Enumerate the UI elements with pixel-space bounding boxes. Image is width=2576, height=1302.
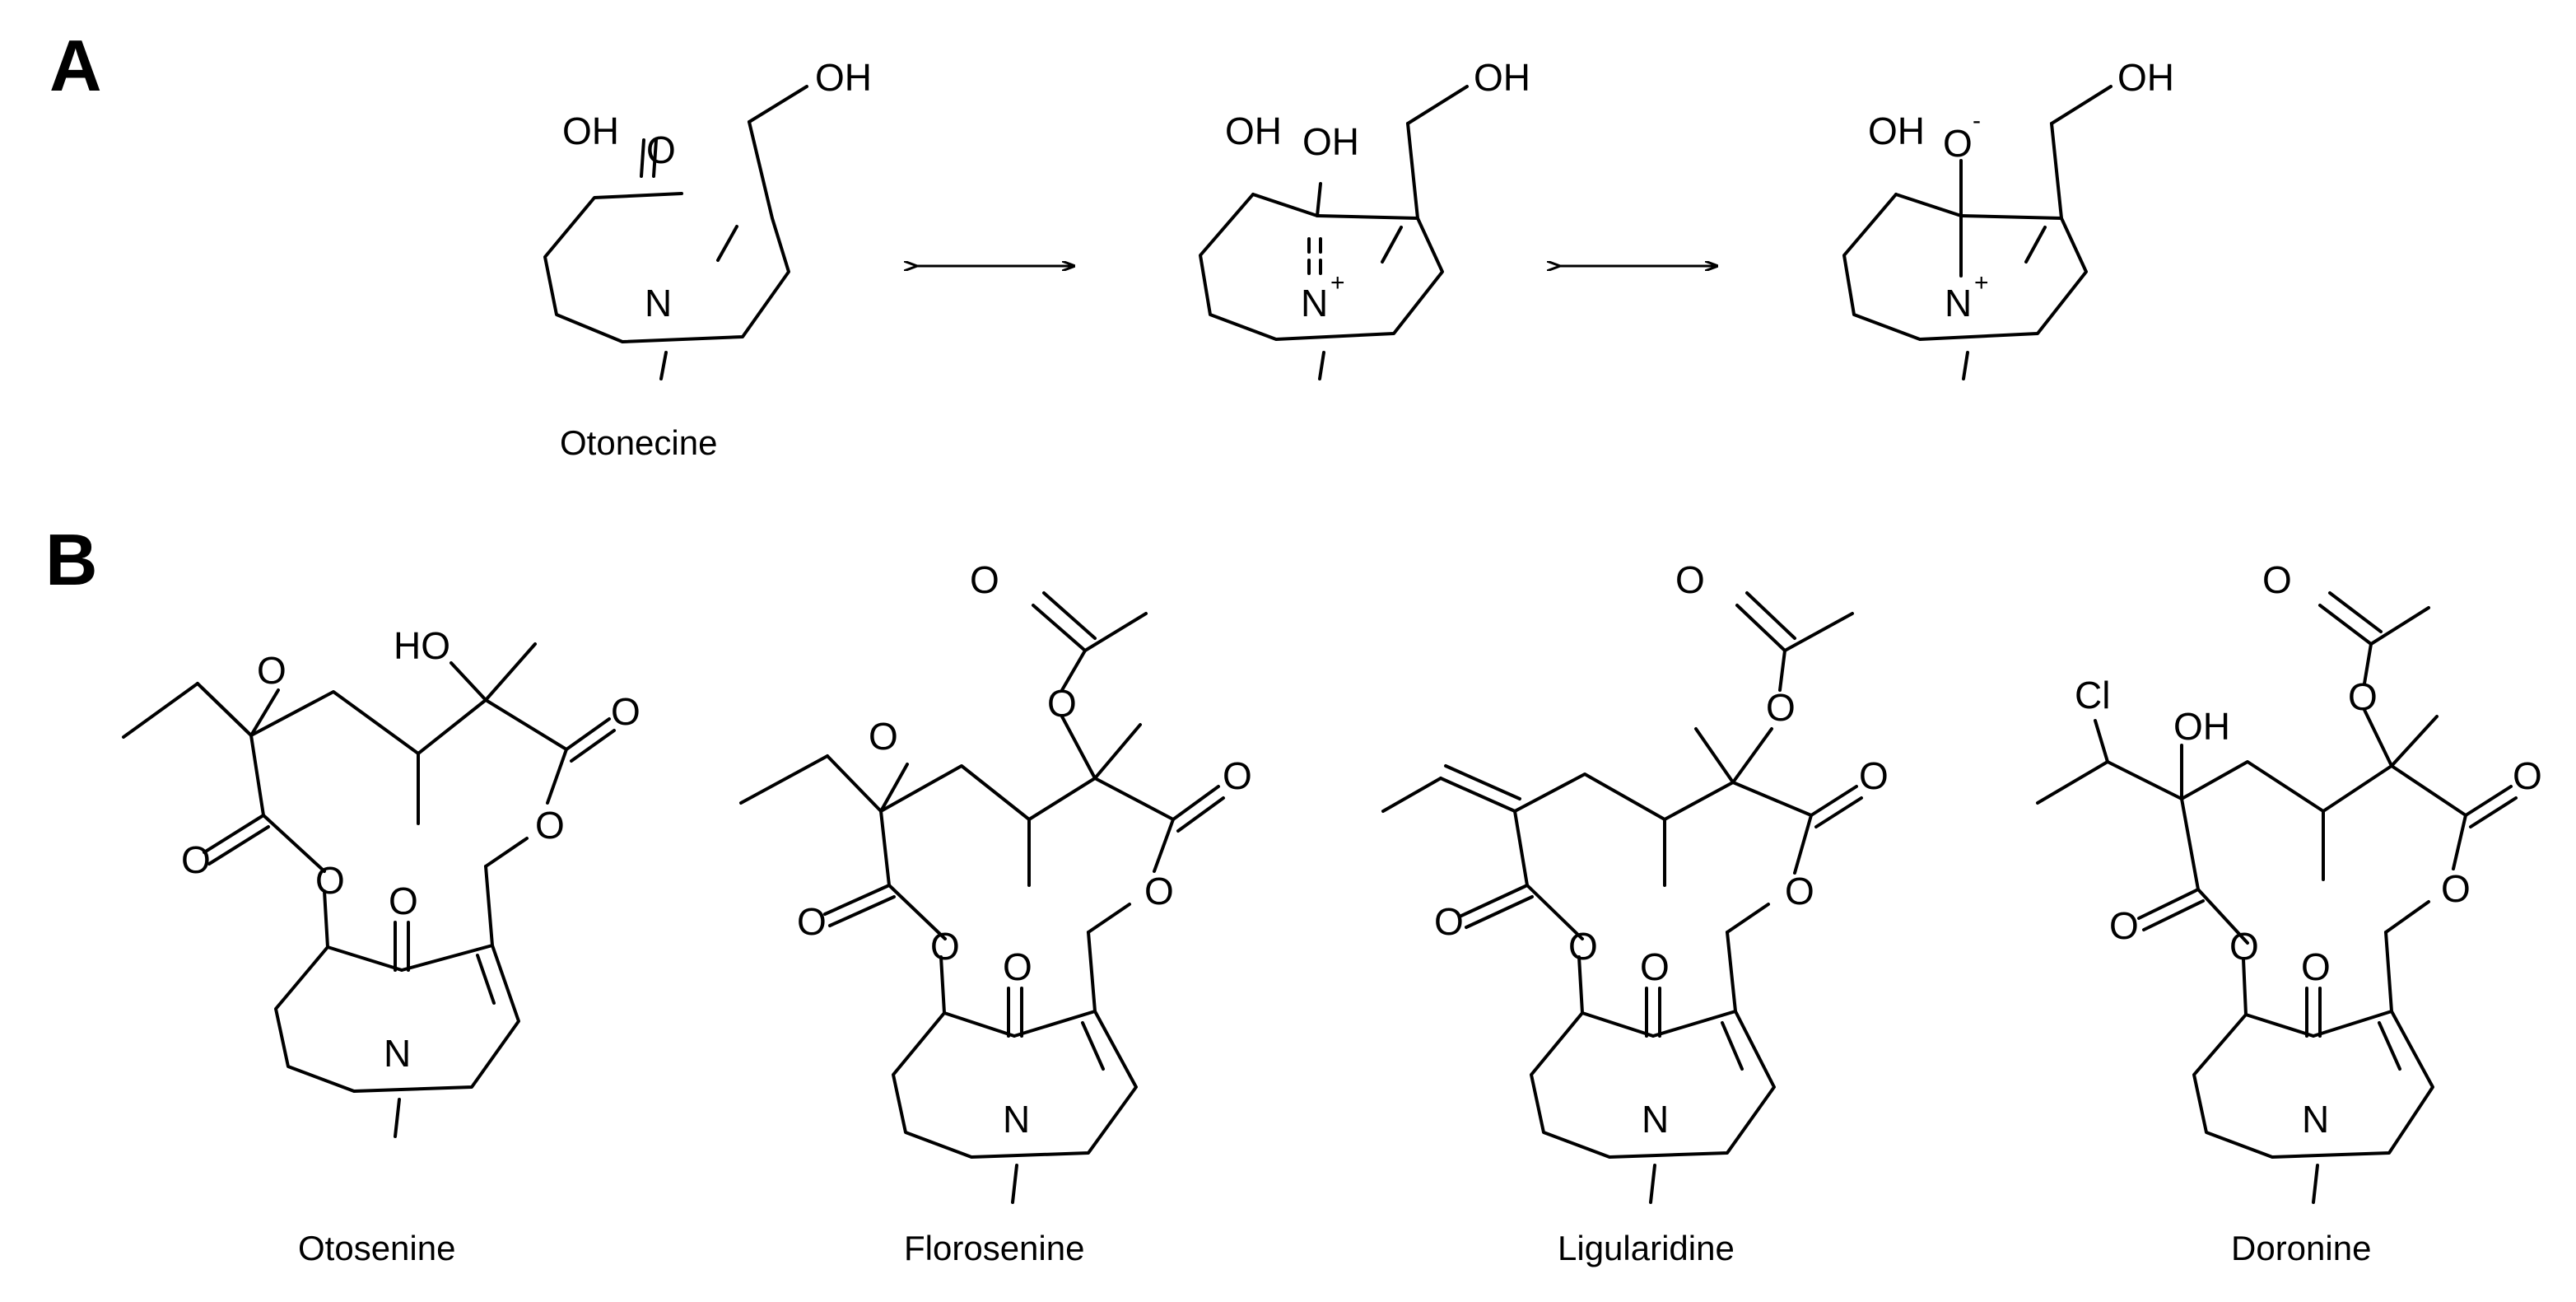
name-otonecine: Otonecine (560, 423, 717, 462)
atom-n: N (384, 1032, 411, 1075)
atom-oh: OH (1474, 56, 1530, 99)
atom-o: O (930, 925, 960, 968)
atom-o: O (315, 859, 345, 902)
atom-o: O (389, 880, 418, 922)
atom-n: N (1642, 1098, 1669, 1141)
name-florosenine: Florosenine (904, 1229, 1084, 1267)
atom-o: O (181, 838, 211, 881)
atom-o: O (2513, 754, 2542, 797)
name-doronine: Doronine (2231, 1229, 2371, 1267)
charge-plus: + (1330, 269, 1345, 296)
structure-otonecine-resonance-1: OH OH OH N + (1199, 56, 1530, 380)
structure-florosenine: O O O O O O O O N (739, 558, 1252, 1204)
atom-o: O (1144, 870, 1174, 912)
atom-o: O (869, 715, 898, 758)
atom-o: O (611, 690, 641, 733)
atom-n: N (645, 282, 672, 324)
atom-o: O (1675, 558, 1705, 601)
panel-label-a: A (49, 25, 102, 106)
atom-o: O (646, 128, 676, 171)
charge-minus: - (1973, 107, 1981, 134)
atom-o: O (1223, 754, 1252, 797)
atom-o: O (2441, 867, 2471, 910)
atom-o: O (2262, 558, 2292, 601)
atom-o: O (1047, 682, 1077, 725)
atom-n: N (1301, 282, 1328, 324)
structure-otosenine: O HO O O O O O N (122, 624, 641, 1138)
atom-o: O (970, 558, 999, 601)
structure-doronine: Cl OH O O O O O O O N (2036, 558, 2542, 1204)
atom-n: N (1945, 282, 1972, 324)
atom-n: N (1003, 1098, 1030, 1141)
atom-oh: OH (1868, 110, 1925, 152)
atom-oh: OH (562, 110, 619, 152)
structure-otonecine-resonance-2: OH O - OH N + (1842, 56, 2174, 380)
structure-ligularidine: O O O O O O O N (1381, 558, 1889, 1204)
atom-o: O (1943, 122, 1973, 165)
atom-o: O (2229, 925, 2259, 968)
atom-o: O (1568, 925, 1598, 968)
atom-oh: OH (2173, 705, 2230, 748)
atom-oh: OH (815, 56, 872, 99)
atom-ho: HO (394, 624, 450, 667)
atom-o: O (535, 804, 565, 847)
atom-o: O (1640, 945, 1670, 988)
atom-o: O (1434, 900, 1464, 943)
atom-o: O (2109, 904, 2139, 947)
atom-o: O (2348, 675, 2378, 718)
panel-label-b: B (45, 519, 98, 600)
atom-n: N (2302, 1098, 2329, 1141)
atom-o: O (1859, 754, 1889, 797)
atom-o: O (2301, 945, 2331, 988)
atom-oh: OH (2117, 56, 2174, 99)
atom-oh: OH (1225, 110, 1282, 152)
atom-o: O (1003, 945, 1032, 988)
structure-otonecine: OH O OH N (543, 56, 872, 380)
name-otosenine: Otosenine (298, 1229, 455, 1267)
atom-o: O (1785, 870, 1814, 912)
atom-cl: Cl (2075, 674, 2110, 716)
name-ligularidine: Ligularidine (1558, 1229, 1735, 1267)
atom-o: O (257, 649, 286, 692)
atom-oh: OH (1302, 120, 1359, 163)
atom-o: O (1766, 686, 1796, 729)
charge-plus: + (1974, 269, 1989, 296)
atom-o: O (797, 900, 827, 943)
